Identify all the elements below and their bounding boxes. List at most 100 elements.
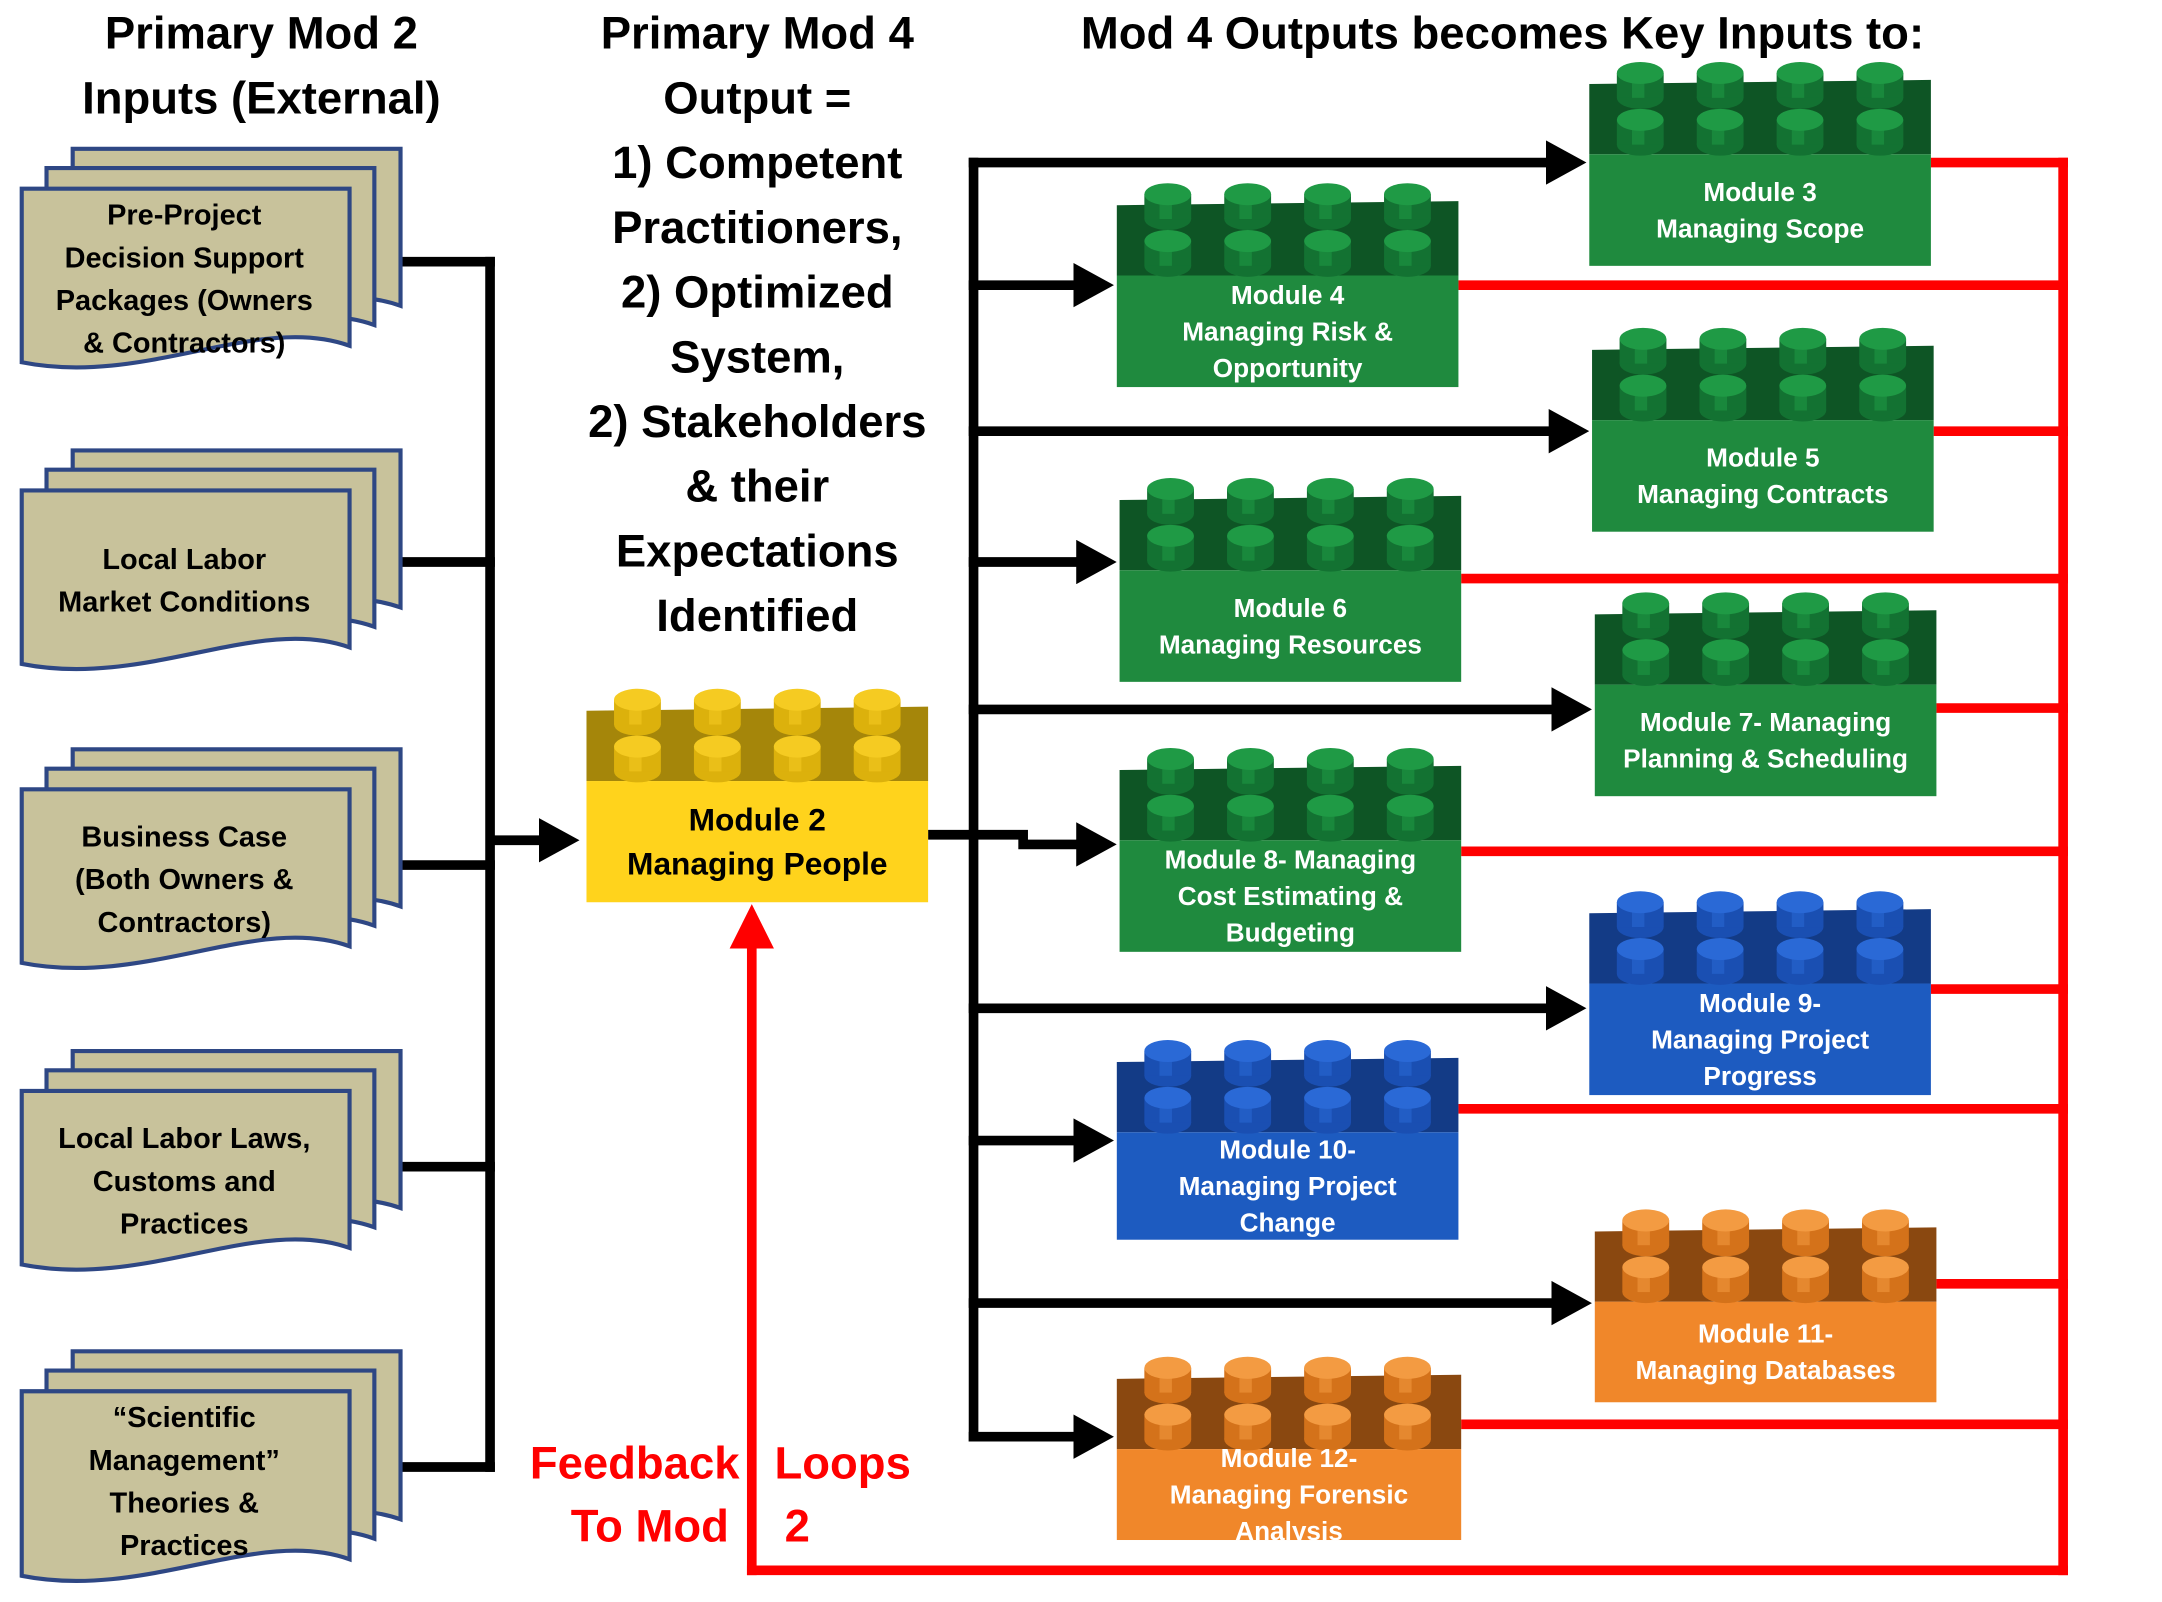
brick-stud xyxy=(1699,374,1747,422)
module-label: Module 3 xyxy=(1703,177,1816,207)
brick-stud xyxy=(1306,477,1354,525)
input-document-label: Management” xyxy=(89,1445,280,1477)
brick-stud xyxy=(773,735,821,783)
document-sheet-front xyxy=(19,1088,352,1272)
brick-stud xyxy=(1622,1209,1670,1257)
brick-stud xyxy=(1227,477,1274,525)
brick-stud xyxy=(1696,61,1744,109)
module-label: Managing People xyxy=(627,846,887,882)
module-label: Cost Estimating & xyxy=(1178,881,1403,911)
module-2-brick: Module 2 Managing People xyxy=(586,688,929,903)
document-sheet-front xyxy=(19,488,352,672)
brick-stud xyxy=(1144,1039,1192,1087)
brick-top-face xyxy=(1119,765,1462,841)
brick-stud xyxy=(1384,1086,1431,1134)
input-document-label: & Contractors) xyxy=(83,328,285,360)
brick-stud xyxy=(1782,592,1829,640)
brick-stud xyxy=(1144,230,1192,277)
brick-top-face xyxy=(1592,345,1934,421)
input-document-label: Practices xyxy=(120,1530,249,1562)
brick-stud xyxy=(1622,639,1670,686)
brick-stud xyxy=(1227,747,1274,795)
brick-stud xyxy=(1776,108,1824,156)
brick-top-face xyxy=(1116,201,1459,276)
brick-stud xyxy=(1386,747,1434,795)
brick-stud xyxy=(1306,794,1354,842)
output-heading-line: Primary Mod 4 xyxy=(601,8,915,59)
brick-top-face xyxy=(1594,1227,1937,1302)
brick-front-face xyxy=(1594,1301,1937,1403)
input-document-label: Pre-Project xyxy=(107,200,262,232)
output-heading-line: 2) Stakeholders xyxy=(588,396,926,447)
feedback-label: Feedback Loops To Mod 2 xyxy=(530,1437,911,1551)
brick-stud xyxy=(1856,891,1904,939)
brick-stud xyxy=(1147,524,1194,572)
brick-stud xyxy=(1384,183,1431,231)
brick-stud xyxy=(1304,1039,1351,1087)
input-document-label: Local Labor xyxy=(102,544,266,576)
feedback-label-word: Loops xyxy=(775,1437,911,1488)
brick-stud xyxy=(1386,477,1434,525)
module-label: Module 7- Managing xyxy=(1640,707,1891,737)
input-document-label: Packages (Owners xyxy=(56,285,313,317)
module-label: Change xyxy=(1240,1208,1336,1238)
brick-front-face xyxy=(1119,840,1462,952)
brick-stud xyxy=(1616,108,1664,156)
feedback-label-word: To Mod xyxy=(571,1501,729,1552)
brick-stud xyxy=(1622,1256,1670,1304)
output-heading-line: Output = xyxy=(663,72,851,123)
output-heading-line: 2) Optimized xyxy=(621,267,894,318)
brick-top-face xyxy=(586,706,929,782)
module-label: Budgeting xyxy=(1226,918,1355,948)
brick-front-face xyxy=(1594,684,1937,797)
module-label: Managing Risk & xyxy=(1182,316,1393,346)
brick-stud xyxy=(853,735,901,783)
module-label: Module 11- xyxy=(1698,1319,1833,1349)
module-label: Module 10- xyxy=(1219,1135,1356,1165)
brick-stud xyxy=(1859,374,1907,422)
brick-stud xyxy=(1776,938,1824,985)
brick-stud xyxy=(1144,1356,1192,1404)
output-heading-line: 1) Competent xyxy=(612,137,902,188)
brick-top-face xyxy=(1116,1374,1462,1450)
brick-stud xyxy=(1304,1086,1351,1134)
brick-front-face xyxy=(1589,154,1931,266)
brick-stud xyxy=(1227,794,1274,842)
inputs-heading-line: Inputs (External) xyxy=(82,72,441,123)
module-label: Opportunity xyxy=(1213,353,1363,383)
module-label: Managing Project xyxy=(1179,1171,1397,1201)
brick-top-face xyxy=(1116,1057,1459,1133)
brick-stud xyxy=(1856,938,1904,985)
input-document-label: Customs and xyxy=(93,1166,276,1198)
brick-stud xyxy=(1702,1209,1750,1257)
feedback-label-word: 2 xyxy=(785,1501,810,1552)
brick-stud xyxy=(1384,1039,1431,1087)
module-label: Module 2 xyxy=(689,802,826,838)
brick-top-face xyxy=(1589,79,1931,155)
brick-front-face xyxy=(1119,570,1462,682)
brick-stud xyxy=(1147,477,1194,525)
brick-stud xyxy=(1856,61,1904,109)
brick-stud xyxy=(1304,183,1351,231)
brick-stud xyxy=(1779,327,1827,375)
brick-stud xyxy=(1616,891,1664,939)
brick-stud xyxy=(1306,747,1354,795)
brick-stud xyxy=(614,688,661,736)
brick-top-face xyxy=(1589,909,1931,984)
brick-stud xyxy=(1696,108,1744,156)
input-document-label: Theories & xyxy=(110,1488,259,1520)
brick-stud xyxy=(693,735,741,783)
brick-stud xyxy=(1776,61,1824,109)
input-document-label: Contractors) xyxy=(98,907,271,939)
brick-stud xyxy=(1859,327,1907,375)
brick-stud xyxy=(693,688,741,736)
module-label: Managing Forensic xyxy=(1170,1480,1408,1510)
